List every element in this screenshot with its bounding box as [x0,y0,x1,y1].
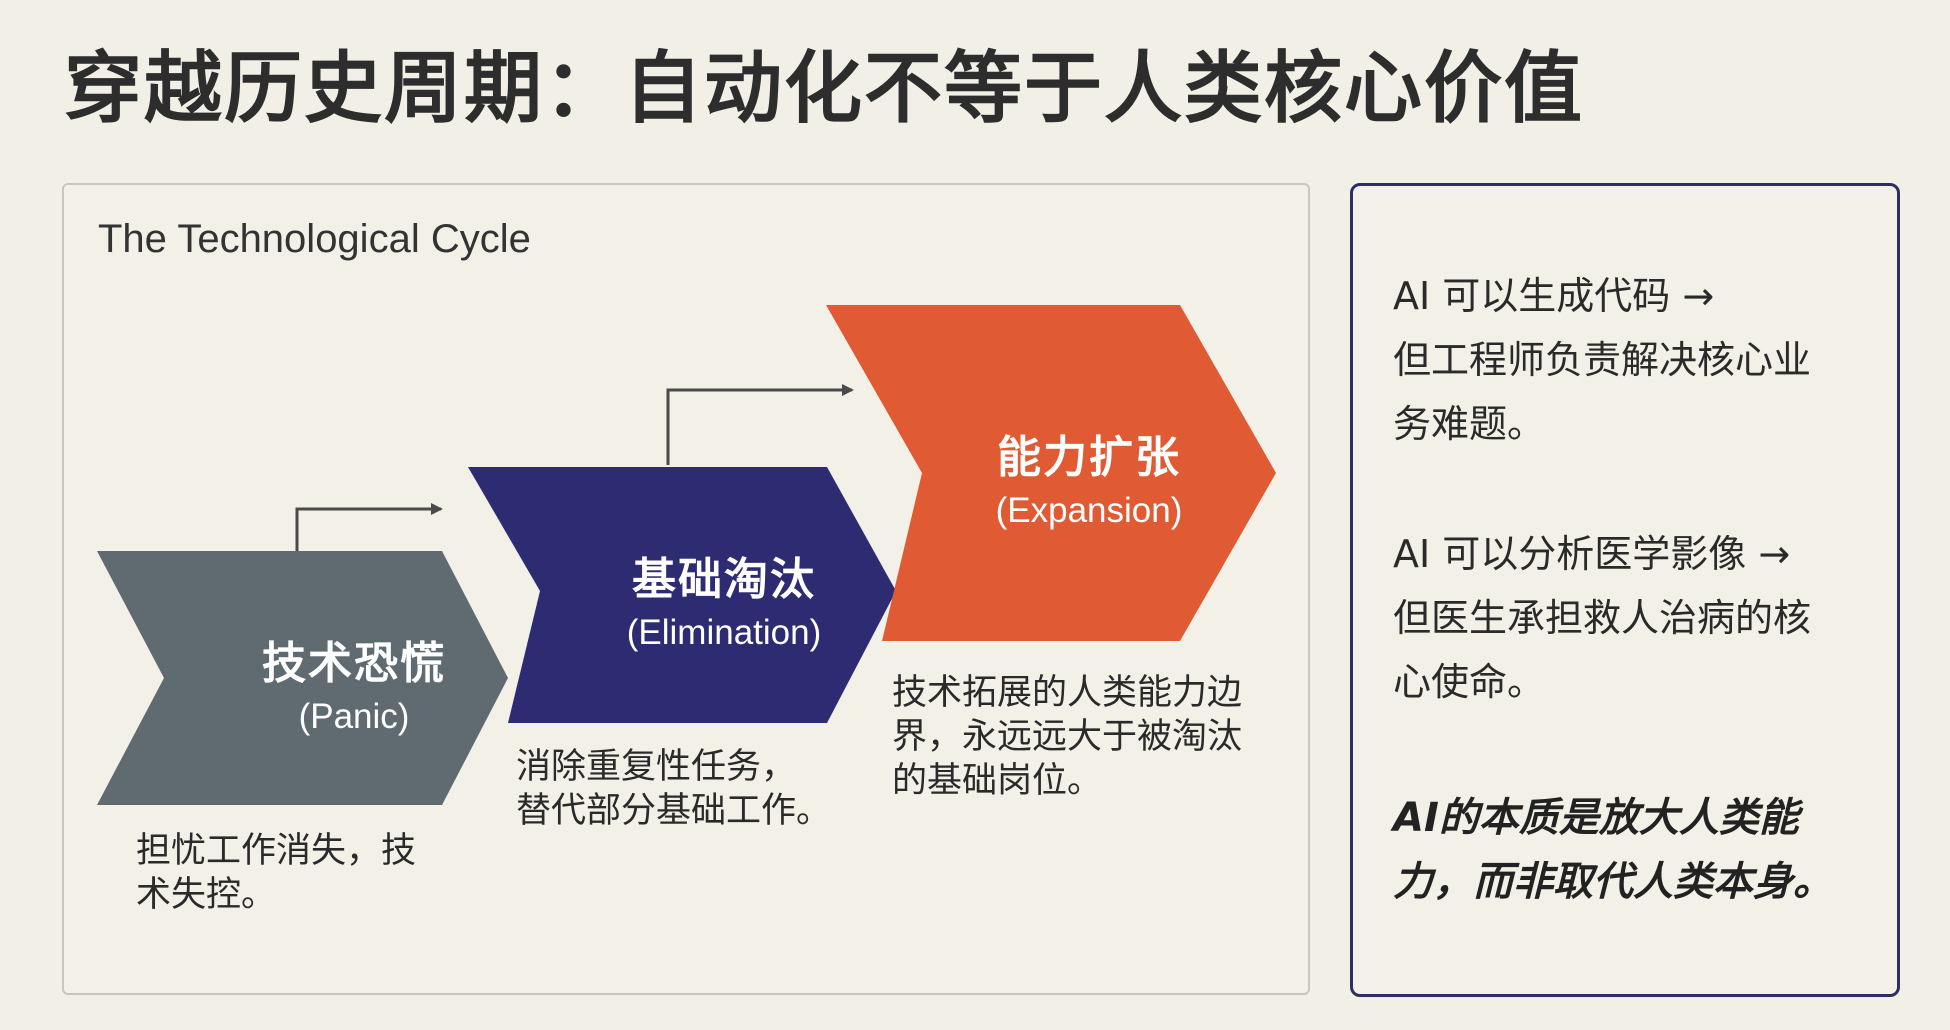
stage-expansion: 能力扩张 (Expansion) [944,421,1234,531]
cycle-panel-title: The Technological Cycle [98,217,531,261]
stage-panic: 技术恐慌 (Panic) [224,627,484,737]
stage-elimination-description: 消除重复性任务， 替代部分基础工作。 [516,747,832,831]
stage-panic-name: 技术恐慌 [262,638,446,689]
page-title: 穿越历史周期：自动化不等于人类核心价值 [64,44,1585,134]
stage-expansion-name: 能力扩张 [997,432,1181,483]
stage-chevron-expansion [826,305,1276,641]
insight-point-medical: AI 可以分析医学影像 → 但医生承担救人治病的核 心使命。 [1393,532,1812,704]
stage-panic-description: 担忧工作消失，技 术失控。 [136,831,417,915]
stage-panic-en: (Panic) [298,697,410,736]
stage-expansion-en: (Expansion) [995,491,1183,530]
stage-chevron-panic [97,551,508,805]
connector-arrow-1 [295,503,443,551]
stage-elimination-en: (Elimination) [626,613,822,652]
stage-elimination: 基础淘汰 (Elimination) [564,543,884,653]
insight-conclusion: AI的本质是放大人类能 力，而非取代人类本身。 [1393,795,1833,905]
insight-point-code: AI 可以生成代码 → 但工程师负责解决核心业 务难题。 [1393,274,1812,446]
technological-cycle-panel: The Technological Cycle 技术恐慌 (Panic) 基础淘… [62,183,1310,995]
stage-chevron-elimination [468,467,896,723]
cycle-diagram [97,305,1276,805]
stage-elimination-name: 基础淘汰 [632,554,816,605]
connector-arrow-2 [666,384,854,465]
stage-expansion-description: 技术拓展的人类能力边 界，永远远大于被淘汰 的基础岗位。 [892,673,1243,801]
insight-panel: AI 可以生成代码 → 但工程师负责解决核心业 务难题。 AI 可以分析医学影像… [1350,183,1900,997]
